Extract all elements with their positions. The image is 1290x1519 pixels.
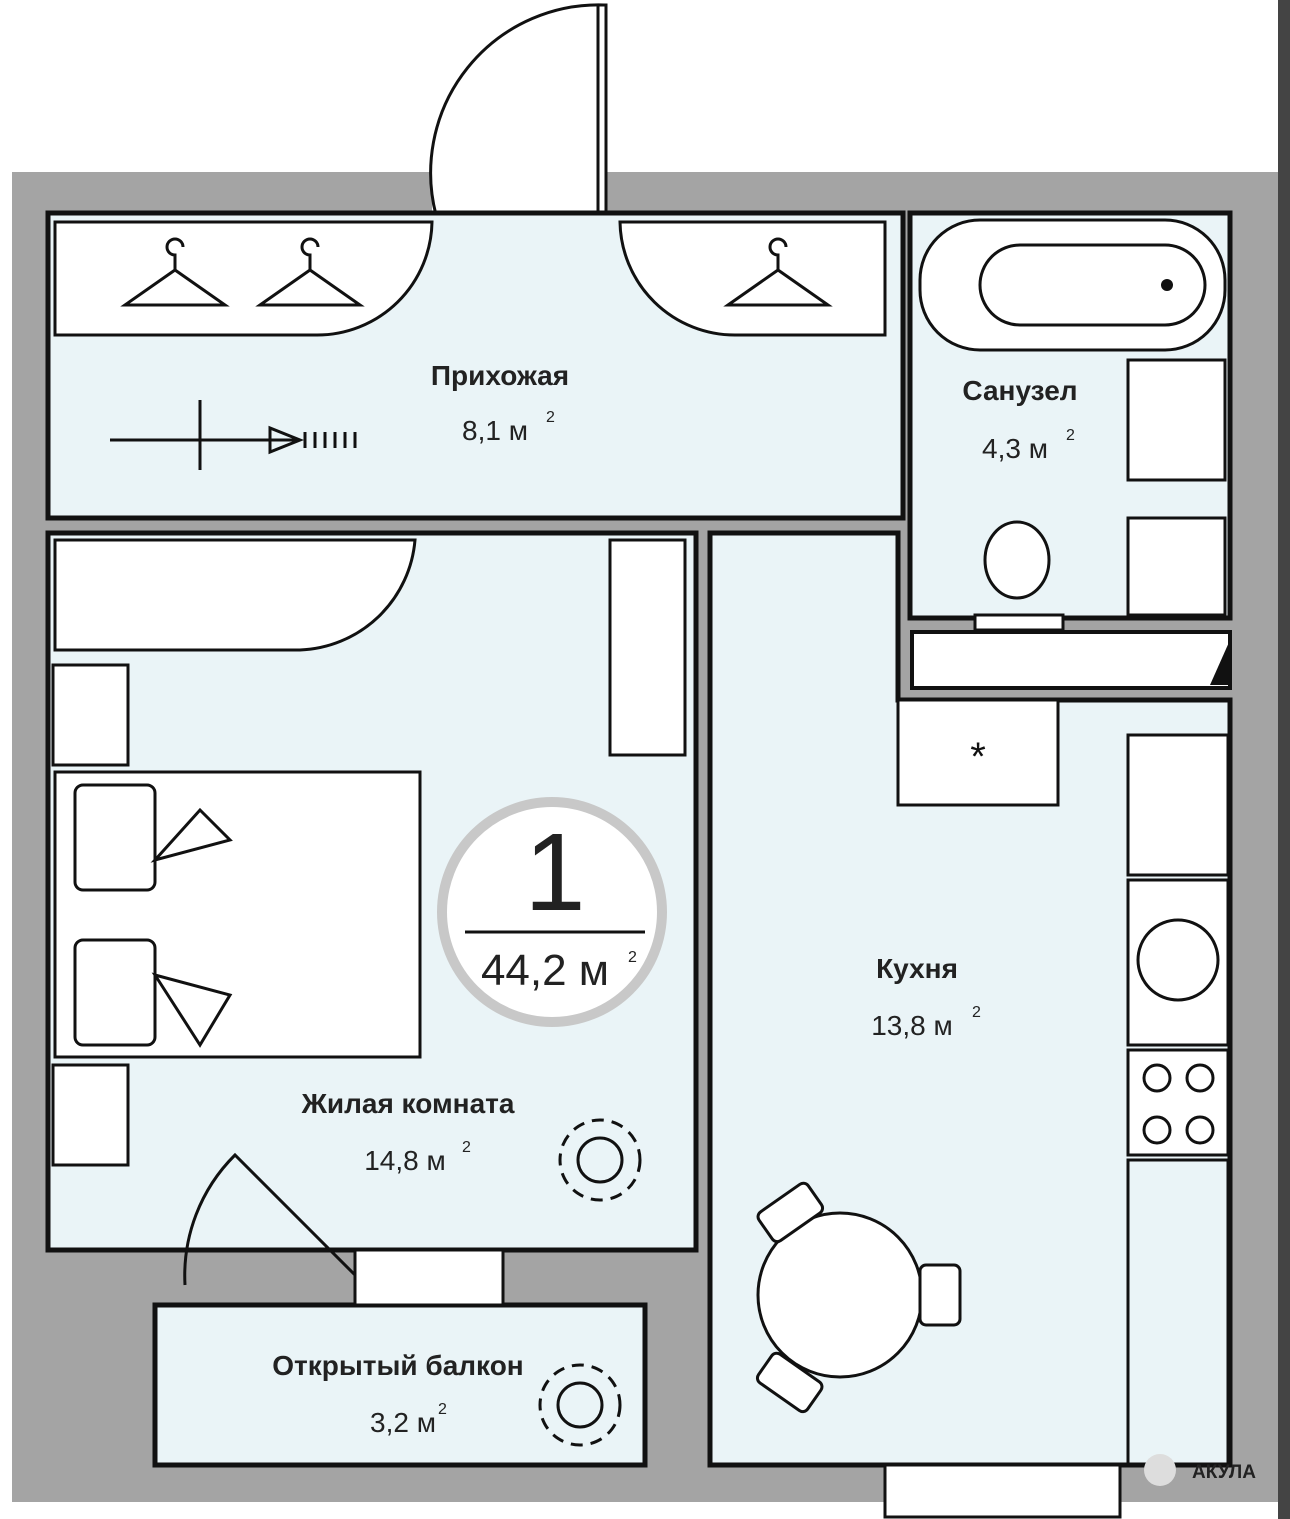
plant-icon	[538, 1118, 642, 1447]
kitchen-window	[883, 1463, 1122, 1519]
area-unit-sup: 2	[546, 409, 555, 426]
washer-icon	[1126, 516, 1227, 617]
entrance-door[interactable]	[429, 3, 608, 217]
area-unit-sup: 2	[628, 949, 637, 966]
room-area: 3,2 м	[370, 1407, 436, 1438]
room-area: 14,8 м	[364, 1145, 446, 1176]
balcony-window	[353, 1248, 505, 1307]
total-area: 44,2 м	[481, 946, 609, 995]
kitchen-counter	[1126, 733, 1230, 1467]
room-name: Санузел	[962, 375, 1077, 406]
room-area: 8,1 м	[462, 415, 528, 446]
coat-rack-icon	[110, 400, 357, 470]
area-unit-sup: 2	[438, 1401, 447, 1418]
area-unit-sup: 2	[1066, 427, 1075, 444]
nightstand	[51, 663, 130, 767]
vent-shaft-mark	[1210, 640, 1230, 685]
asterisk-icon: *	[970, 735, 986, 779]
area-unit-sup: 2	[462, 1139, 471, 1156]
logo-icon	[1144, 1454, 1176, 1486]
vent-duct	[896, 698, 1060, 807]
edge-bar	[1278, 0, 1290, 1519]
wardrobe	[53, 538, 417, 652]
vent-shaft	[910, 630, 1232, 690]
room-name: Жилая комната	[301, 1088, 515, 1119]
area-unit-sup: 2	[972, 1004, 981, 1021]
balcony-door[interactable]	[183, 1152, 357, 1286]
bathtub-icon	[918, 218, 1227, 352]
room-name: Кухня	[876, 953, 958, 984]
tv-stand	[608, 538, 687, 757]
toilet-icon	[973, 520, 1065, 632]
nightstand	[51, 1063, 130, 1167]
plan-badge: 1 44,2 м 2	[437, 797, 667, 1027]
bed-icon	[53, 770, 422, 1059]
room-area: 4,3 м	[982, 433, 1048, 464]
dining-table	[755, 1181, 962, 1414]
room-area: 13,8 м	[871, 1010, 953, 1041]
watermark: АКУЛА	[1192, 1462, 1256, 1483]
room-count: 1	[524, 811, 585, 934]
wardrobe	[53, 220, 887, 337]
room-name: Открытый балкон	[272, 1350, 523, 1381]
sink-icon	[1126, 358, 1227, 482]
room-name: Прихожая	[431, 360, 569, 391]
